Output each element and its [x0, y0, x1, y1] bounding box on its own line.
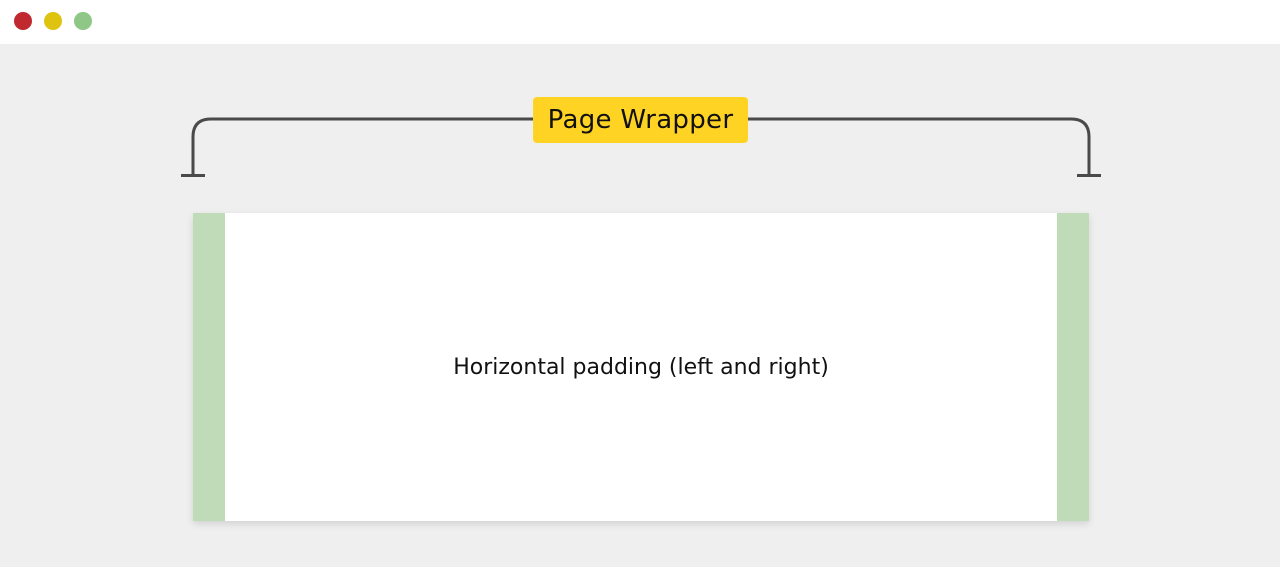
bracket-left-arm — [191, 117, 536, 176]
window-titlebar — [0, 0, 1280, 44]
zoom-window-button[interactable] — [74, 12, 92, 30]
close-window-button[interactable] — [14, 12, 32, 30]
page-wrapper-box: Horizontal padding (left and right) — [193, 213, 1089, 521]
padding-description: Horizontal padding (left and right) — [453, 354, 829, 380]
left-padding — [193, 213, 225, 521]
minimize-window-button[interactable] — [44, 12, 62, 30]
right-padding — [1057, 213, 1089, 521]
page-wrapper-label: Page Wrapper — [533, 97, 748, 143]
bracket-right-arm — [746, 117, 1091, 176]
